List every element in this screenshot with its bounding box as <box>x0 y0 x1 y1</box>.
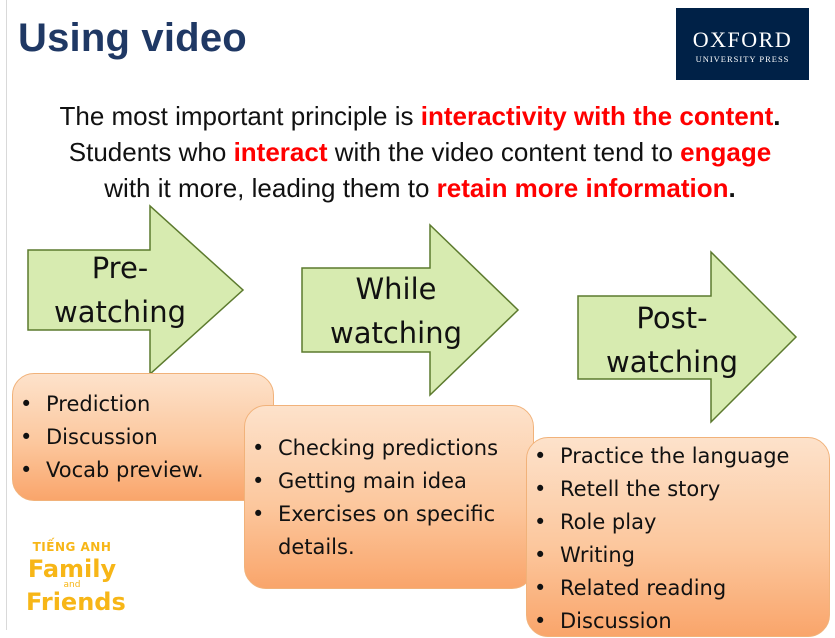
principle-text-segment: with it more, leading them to <box>104 173 437 203</box>
while-watching-arrow-shape <box>301 223 520 397</box>
stage-label-line: watching <box>329 316 463 350</box>
while-watching-list: Checking predictions Getting main idea E… <box>245 406 533 564</box>
list-item: Practice the language <box>527 440 829 473</box>
slide-title: Using video <box>18 16 247 60</box>
principle-text: The most important principle is interact… <box>10 98 830 206</box>
stage-label-line: While <box>355 272 437 306</box>
post-watching-arrow-shape <box>577 250 798 424</box>
list-item: Retell the story <box>527 473 829 506</box>
principle-text-segment: The most important principle is <box>59 101 421 131</box>
oxford-logo-subtitle: UNIVERSITY PRESS <box>695 54 790 64</box>
pre-watching-list: Prediction Discussion Vocab preview. <box>13 374 273 487</box>
post-watching-list: Practice the language Retell the story R… <box>527 438 829 638</box>
principle-line-1: The most important principle is interact… <box>10 98 830 134</box>
pre-watching-arrow-shape <box>27 204 245 376</box>
list-item: Role play <box>527 506 829 539</box>
brand-line: Friends <box>26 588 126 616</box>
list-item: Vocab preview. <box>13 454 273 487</box>
list-item: Writing <box>527 539 829 572</box>
stage-label-line: watching <box>605 345 739 379</box>
family-and-friends-logo: TIẾNG ANH Family and Friends <box>26 540 126 616</box>
list-item: Discussion <box>527 605 829 638</box>
list-item: Exercises on specific details. <box>245 498 508 564</box>
brand-line: and <box>63 580 81 590</box>
principle-period: . <box>773 101 781 131</box>
principle-line-3: with it more, leading them to retain mor… <box>10 170 830 206</box>
principle-highlight: interactivity with the content <box>420 101 774 131</box>
principle-highlight: retain more information <box>436 173 729 203</box>
brand-line: TIẾNG ANH <box>32 540 112 554</box>
list-item: Getting main idea <box>245 465 533 498</box>
while-watching-label: While watching <box>306 267 486 355</box>
principle-text-segment: with the video content tend to <box>327 137 681 167</box>
list-item: Prediction <box>13 388 273 421</box>
pre-watching-label: Pre- watching <box>30 246 210 334</box>
post-watching-label: Post- watching <box>582 296 762 384</box>
stage-label-line: watching <box>53 295 187 329</box>
principle-period: . <box>728 173 736 203</box>
principle-highlight: interact <box>233 137 328 167</box>
list-item: Discussion <box>13 421 273 454</box>
stage-label-line: Pre- <box>91 251 149 285</box>
pre-watching-box: Prediction Discussion Vocab preview. <box>12 373 274 501</box>
oxford-logo-name: OXFORD <box>692 27 793 52</box>
principle-text-segment: Students who <box>68 137 234 167</box>
list-item: Related reading <box>527 572 829 605</box>
list-item: Checking predictions <box>245 432 533 465</box>
while-watching-box: Checking predictions Getting main idea E… <box>244 405 534 589</box>
principle-line-2: Students who interact with the video con… <box>10 134 830 170</box>
principle-highlight: engage <box>680 137 772 167</box>
oxford-logo: OXFORD UNIVERSITY PRESS <box>676 8 809 80</box>
post-watching-box: Practice the language Retell the story R… <box>526 437 830 638</box>
brand-line: Family <box>27 555 117 583</box>
stage-label-line: Post- <box>636 301 708 335</box>
left-border-line <box>6 0 7 630</box>
